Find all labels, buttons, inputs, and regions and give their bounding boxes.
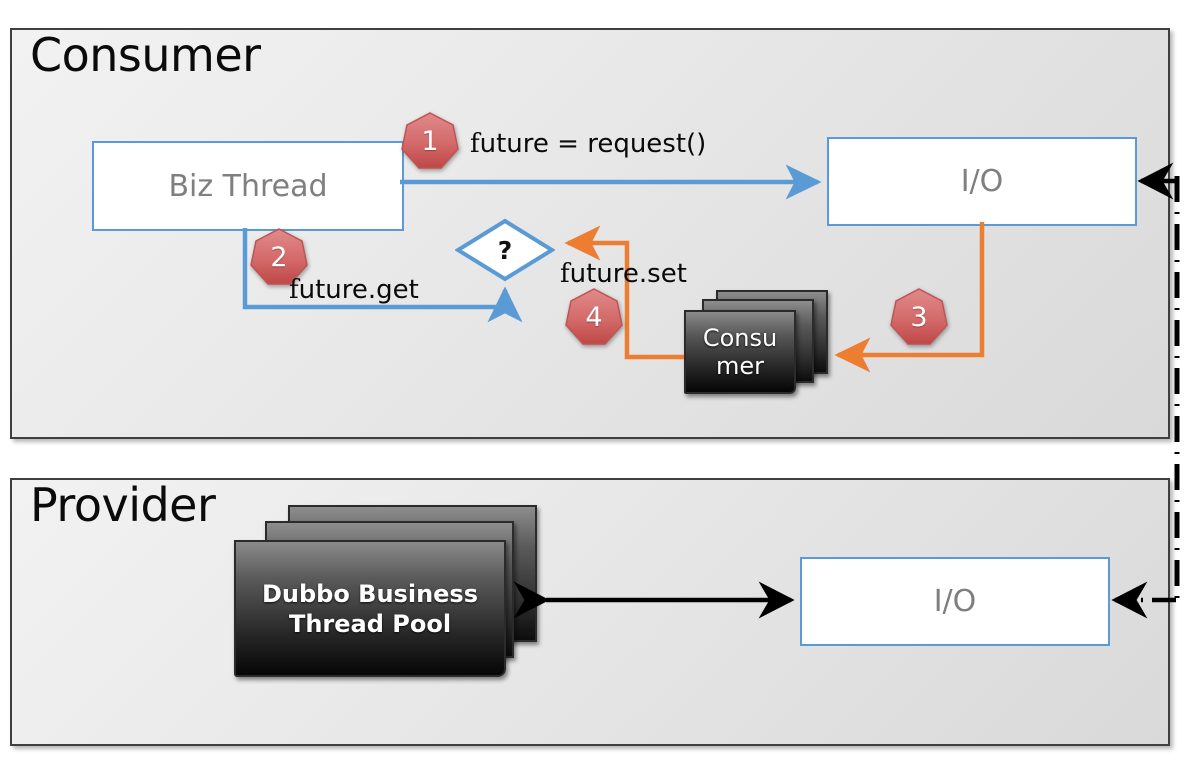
edge-label-2-rest: uture.get — [298, 275, 419, 305]
edge-label-future-request: future = request() — [470, 131, 706, 157]
biz-thread-box[interactable]: Biz Thread — [92, 141, 404, 231]
step-badge-3[interactable]: 3 — [890, 288, 948, 346]
biz-thread-label: Biz Thread — [168, 168, 328, 204]
consumer-card-label-line1: Consu — [702, 323, 778, 352]
step-badge-4[interactable]: 4 — [565, 288, 623, 346]
edge-label-future-set: future.set — [560, 261, 687, 287]
edge-label-1-prefix: f — [470, 129, 480, 159]
consumer-card-label-line2: mer — [715, 352, 764, 380]
edge-label-4-rest: uture.set — [569, 259, 687, 289]
consumer-panel-title: Consumer — [30, 28, 261, 82]
consumer-io-box[interactable]: I/O — [827, 137, 1137, 226]
edge-label-1-rest: uture = request() — [479, 129, 707, 159]
step-badge-1-number: 1 — [421, 125, 439, 157]
step-badge-1[interactable]: 1 — [401, 112, 459, 170]
consumer-io-label: I/O — [960, 164, 1004, 199]
provider-io-box[interactable]: I/O — [800, 557, 1110, 646]
step-badge-4-number: 4 — [585, 301, 603, 333]
thread-pool-label-line2: Thread Pool — [288, 609, 452, 638]
consumer-panel: Consumer — [10, 28, 1170, 439]
provider-panel-title: Provider — [30, 478, 216, 532]
heptagon-icon — [890, 288, 948, 345]
heptagon-icon — [250, 228, 308, 285]
consumer-thread-stack[interactable]: Consu mer — [678, 290, 828, 400]
consumer-card-front: Consu mer — [684, 310, 796, 394]
decision-diamond[interactable]: ? — [454, 218, 556, 282]
edge-label-4-prefix: f — [560, 259, 570, 289]
thread-pool-label-line1: Dubbo Business — [261, 579, 479, 608]
step-badge-3-number: 3 — [910, 301, 928, 333]
provider-io-label: I/O — [933, 584, 977, 619]
thread-pool-card-front: Dubbo Business Thread Pool — [234, 540, 506, 677]
edge-label-future-get: future.get — [289, 277, 419, 303]
step-badge-2-number: 2 — [270, 241, 288, 273]
step-badge-2[interactable]: 2 — [250, 228, 308, 286]
edge-label-2-prefix: f — [289, 275, 299, 305]
heptagon-icon — [565, 288, 623, 345]
decision-label: ? — [497, 235, 513, 265]
heptagon-icon — [401, 112, 459, 169]
dubbo-thread-pool-stack[interactable]: Dubbo Business Thread Pool — [230, 505, 540, 690]
